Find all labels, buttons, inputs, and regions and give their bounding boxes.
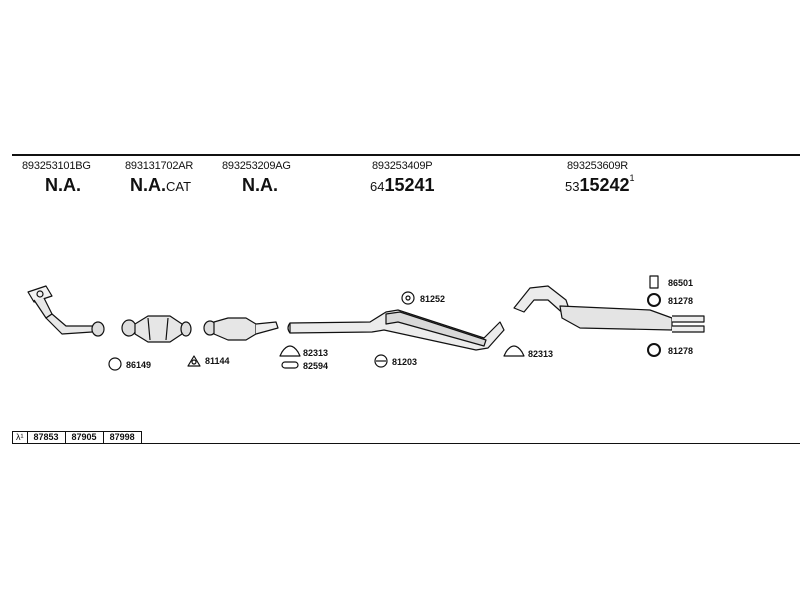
front-pipe-drawing bbox=[27, 285, 105, 337]
label-81144: 81144 bbox=[205, 356, 230, 366]
catalytic-converter-drawing bbox=[121, 315, 192, 343]
clamp-82594-drawing bbox=[281, 361, 299, 369]
intermediate-pipe-drawing bbox=[203, 317, 279, 341]
clamp-82313-right-drawing bbox=[503, 345, 525, 357]
code-3: N.A. bbox=[242, 175, 278, 195]
bottom-divider bbox=[12, 443, 800, 444]
label-81278-bottom: 81278 bbox=[668, 346, 694, 356]
code-4-prefix: 64 bbox=[370, 179, 385, 194]
label-81203: 81203 bbox=[392, 357, 418, 367]
ring-81278-bottom-drawing bbox=[647, 343, 661, 357]
code-2: N.A.CAT bbox=[130, 175, 192, 195]
part-number-2: 893131702AR bbox=[125, 160, 194, 172]
ring-81278-top-drawing bbox=[647, 293, 661, 307]
top-divider bbox=[12, 154, 800, 156]
bracket-86501-drawing bbox=[649, 275, 659, 289]
label-82594: 82594 bbox=[303, 361, 329, 371]
lambda-code-3: 87998 bbox=[102, 431, 142, 444]
label-81252: 81252 bbox=[420, 294, 446, 304]
part-number-5: 893253609R bbox=[567, 160, 629, 172]
code-4: 6415241 bbox=[370, 175, 435, 195]
lambda-code-2: 87905 bbox=[64, 431, 104, 444]
lambda-symbol: λ¹ bbox=[12, 431, 28, 444]
lambda-code-1: 87853 bbox=[26, 431, 66, 444]
mount-81252-drawing bbox=[401, 291, 415, 305]
code-5-superscript: 1 bbox=[629, 173, 635, 183]
code-1: N.A. bbox=[45, 175, 81, 195]
part-number-4: 893253409P bbox=[372, 160, 433, 172]
ring-86149-drawing bbox=[108, 357, 122, 371]
label-82313-right: 82313 bbox=[528, 349, 554, 359]
gasket-81144-drawing bbox=[187, 355, 201, 367]
label-82313-left: 82313 bbox=[303, 348, 329, 358]
part-number-1: 893253101BG bbox=[22, 160, 91, 172]
code-5: 53152421 bbox=[565, 173, 635, 195]
mount-81203-drawing bbox=[374, 354, 388, 368]
rear-silencer-drawing bbox=[513, 285, 705, 333]
label-86501: 86501 bbox=[668, 278, 694, 288]
part-number-3: 893253209AG bbox=[222, 160, 291, 172]
label-86149: 86149 bbox=[126, 360, 152, 370]
code-2-suffix: CAT bbox=[166, 179, 192, 194]
label-81278-top: 81278 bbox=[668, 296, 694, 306]
lambda-sensor-table: λ¹ 87853 87905 87998 bbox=[12, 431, 142, 444]
code-5-prefix: 53 bbox=[565, 179, 580, 194]
clamp-82313-left-drawing bbox=[279, 345, 301, 357]
centre-silencer-drawing bbox=[287, 309, 505, 351]
